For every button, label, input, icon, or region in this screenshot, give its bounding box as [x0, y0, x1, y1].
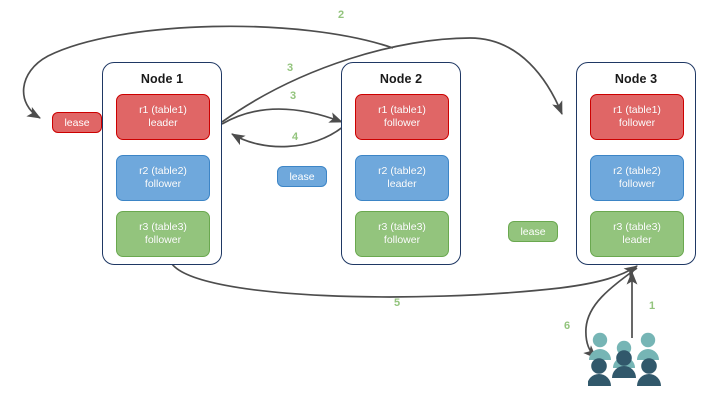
- edge-label-5: 5: [393, 297, 401, 309]
- edge-label-4: 4: [291, 131, 299, 143]
- range-name: r3 (table3): [139, 221, 187, 233]
- node-2-range-r2[interactable]: r2 (table2) leader: [355, 155, 449, 201]
- range-role: follower: [618, 117, 656, 129]
- node-1-title: Node 1: [140, 72, 184, 86]
- range-name: r3 (table3): [613, 221, 661, 233]
- node-1-range-r3[interactable]: r3 (table3) follower: [116, 211, 210, 257]
- people-front-row: [588, 350, 661, 386]
- range-role: leader: [622, 234, 652, 246]
- range-name: r1 (table1): [139, 104, 187, 116]
- node-2-range-r3[interactable]: r3 (table3) follower: [355, 211, 449, 257]
- range-role: leader: [387, 178, 417, 190]
- node-1-range-r1[interactable]: r1 (table1) leader: [116, 94, 210, 140]
- range-name: r1 (table1): [378, 104, 426, 116]
- edge-label-6: 6: [563, 320, 571, 332]
- range-name: r2 (table2): [139, 165, 187, 177]
- node-2-title: Node 2: [379, 72, 423, 86]
- edge-label-1: 1: [648, 300, 656, 312]
- node-3-range-r1[interactable]: r1 (table1) follower: [590, 94, 684, 140]
- range-role: follower: [144, 178, 182, 190]
- range-name: r3 (table3): [378, 221, 426, 233]
- node-2-range-r1[interactable]: r1 (table1) follower: [355, 94, 449, 140]
- range-role: follower: [383, 117, 421, 129]
- range-name: r2 (table2): [378, 165, 426, 177]
- lease-badge-blue[interactable]: lease: [277, 166, 327, 187]
- edge-label-3-lower: 3: [289, 90, 297, 102]
- range-role: follower: [383, 234, 421, 246]
- range-name: r1 (table1): [613, 104, 661, 116]
- edge-label-3-upper: 3: [286, 62, 294, 74]
- arrow-5: [171, 263, 638, 298]
- node-3-range-r2[interactable]: r2 (table2) follower: [590, 155, 684, 201]
- node-2[interactable]: Node 2 r1 (table1) follower r2 (table2) …: [341, 62, 461, 265]
- node-1-range-r2[interactable]: r2 (table2) follower: [116, 155, 210, 201]
- lease-badge-green[interactable]: lease: [508, 221, 558, 242]
- range-role: leader: [148, 117, 178, 129]
- range-role: follower: [618, 178, 656, 190]
- node-3-range-r3[interactable]: r3 (table3) leader: [590, 211, 684, 257]
- node-3[interactable]: Node 3 r1 (table1) follower r2 (table2) …: [576, 62, 696, 265]
- range-role: follower: [144, 234, 182, 246]
- people-back-row: [589, 332, 659, 368]
- node-1[interactable]: Node 1 r1 (table1) leader r2 (table2) fo…: [102, 62, 222, 265]
- people-icon: [588, 332, 661, 386]
- range-name: r2 (table2): [613, 165, 661, 177]
- edge-label-2: 2: [337, 9, 345, 21]
- arrow-3-lower: [221, 108, 343, 125]
- lease-badge-red[interactable]: lease: [52, 112, 102, 133]
- node-3-title: Node 3: [614, 72, 658, 86]
